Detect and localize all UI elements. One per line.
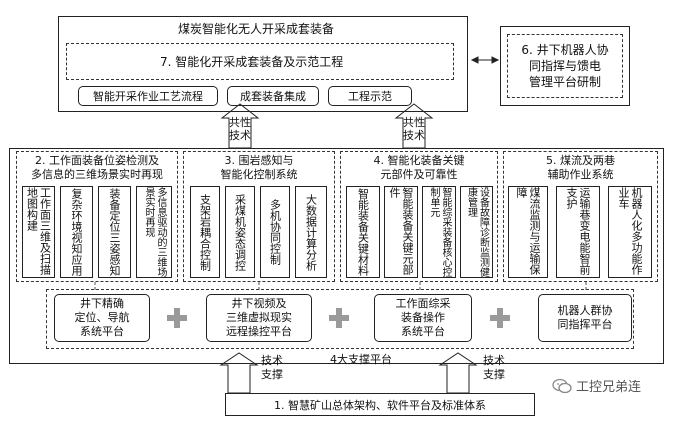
group-5-item-1: 煤流监测与运输保障 <box>508 186 548 278</box>
top-outer-box <box>58 16 468 112</box>
group-3-item-3: 多机协同控制 <box>260 186 290 278</box>
group-3-item-1: 支架岩耦合控制 <box>190 186 220 278</box>
group-2-item-1: 工作面三维及扫描地图构建 <box>22 186 55 278</box>
group-4-item-4: 设备故障诊断监测健康管理 <box>460 186 493 278</box>
common-tech-right: 共性 技术 <box>403 116 425 142</box>
link-arrow <box>470 56 500 64</box>
plus-icon <box>490 308 510 328</box>
group-2-box <box>16 151 178 282</box>
pill-process: 智能开采作业工艺流程 <box>78 86 218 106</box>
group-4-item-1: 智能装备关键材料 <box>346 186 380 278</box>
group-5-title: 5. 煤流及两巷 辅助作业系统 <box>546 154 615 181</box>
plus-icon <box>329 308 349 328</box>
group-3-box <box>183 151 335 282</box>
group-platform-links <box>94 282 587 292</box>
group-3-title: 3. 围岩感知与 智能化控制系统 <box>220 154 298 181</box>
support-label-right: 技术 支撑 <box>483 354 505 381</box>
pill-integration: 成套装备集成 <box>227 86 319 106</box>
platform-4: 机器人群协 同指挥平台 <box>538 294 632 342</box>
group-3-item-4: 大数据计算分析 <box>295 186 327 278</box>
group-4-item-3: 智能综采装备核心控制单元 <box>422 186 456 278</box>
group-2-item-3: 装备定位三姿感知 <box>98 186 131 278</box>
top-outer-title: 煤炭智能化无人开采成套装备 <box>178 22 335 36</box>
group-2-item-4: 多信息驱动的三维场景实时再现 <box>136 186 172 278</box>
group-5-box <box>503 151 658 282</box>
top-main-title: 7. 智能化开采成套装备及示范工程 <box>160 55 344 69</box>
platform-2: 井下视频及 三维虚拟现实 远程操控平台 <box>206 294 312 342</box>
group-2-item-2: 复杂环境视知应用 <box>60 186 93 278</box>
watermark: 工控兄弟连 <box>552 376 641 395</box>
pill-demo: 工程示范 <box>328 86 412 106</box>
top-inner-box <box>66 43 454 80</box>
support-label-left: 技术 支撑 <box>261 354 283 381</box>
middle-outer-box <box>9 148 664 364</box>
platform-1: 井下精确 定位、导航 系统平台 <box>54 294 150 342</box>
common-tech-left: 共性 技术 <box>229 116 251 142</box>
plus-icon <box>167 308 187 328</box>
wechat-icon <box>552 378 572 393</box>
group-2-title: 2. 工作面装备位姿检测及 多信息的三维场景实时再现 <box>31 154 163 181</box>
bottom-foundation-box: 1. 智慧矿山总体架构、软件平台及标准体系 <box>225 393 535 416</box>
group-5-item-2: 运输巷变电能智前支护 <box>556 186 600 278</box>
platforms-box <box>46 289 634 349</box>
group-4-title: 4. 智能化装备关键 元部件及可靠性 <box>373 154 465 181</box>
robot-label: 6. 井下机器人协 同指挥与馈电 管理平台研制 <box>521 43 609 89</box>
group-5-item-3: 机器人化多功能作业车 <box>608 186 652 278</box>
group-4-item-2: 智能装备关键元部件 <box>384 186 418 278</box>
group-3-item-2: 采煤机姿态调控 <box>225 186 255 278</box>
platform-3: 工作面综采 装备操作 系统平台 <box>374 294 472 342</box>
bottom-foundation-label: 1. 智慧矿山总体架构、软件平台及标准体系 <box>274 398 486 412</box>
robot-outer-box <box>500 26 630 106</box>
robot-inner-box: 6. 井下机器人协 同指挥与馈电 管理平台研制 <box>507 34 623 98</box>
group-4-box <box>340 151 498 282</box>
platform-caption: 4大支撑平台 <box>330 353 392 366</box>
